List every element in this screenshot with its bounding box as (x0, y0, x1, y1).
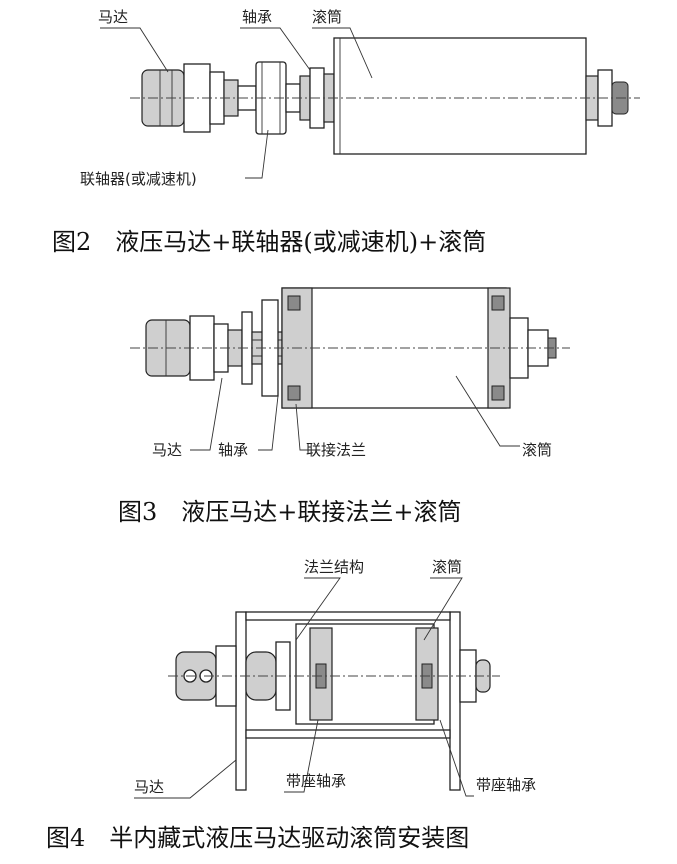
fig3-drum-label: 滚筒 (522, 441, 552, 459)
figure-4: 法兰结构 滚筒 马达 带座轴承 带座轴承 图4 半内藏式液压马达驱动滚筒安装图 (46, 558, 536, 852)
fig2-drum (333, 37, 629, 155)
fig3-caption: 图3 液压马达+联接法兰+滚筒 (118, 498, 462, 526)
fig2-coupling-label: 联轴器(或减速机) (80, 170, 197, 188)
fig4-flange-structure-label: 法兰结构 (304, 558, 364, 576)
fig2-caption: 图2 液压马达+联轴器(或减速机)+滚筒 (52, 228, 486, 256)
fig4-seat-bearing-left-label: 带座轴承 (286, 772, 346, 790)
fig4-drum (295, 623, 491, 725)
fig3-motor-label: 马达 (152, 441, 182, 459)
fig4-motor-label: 马达 (134, 778, 164, 796)
fig4-drum-label: 滚筒 (432, 558, 462, 576)
fig4-caption: 图4 半内藏式液压马达驱动滚筒安装图 (46, 824, 469, 852)
fig2-bearing-label: 轴承 (242, 8, 272, 26)
figure-3: 马达 轴承 联接法兰 滚筒 图3 液压马达+联接法兰+滚筒 (118, 287, 570, 526)
fig4-seat-bearing-right-label: 带座轴承 (476, 776, 536, 794)
fig3-flange-label: 联接法兰 (306, 441, 366, 459)
fig4-motor (175, 641, 291, 711)
fig2-drum-label: 滚筒 (312, 8, 342, 26)
fig2-motor-label: 马达 (98, 8, 128, 26)
figure-2: 马达 轴承 滚筒 联轴器(或减速机) 图2 液压马达+联轴器(或减速机)+滚筒 (52, 8, 640, 256)
fig3-bearing-label: 轴承 (218, 441, 248, 459)
